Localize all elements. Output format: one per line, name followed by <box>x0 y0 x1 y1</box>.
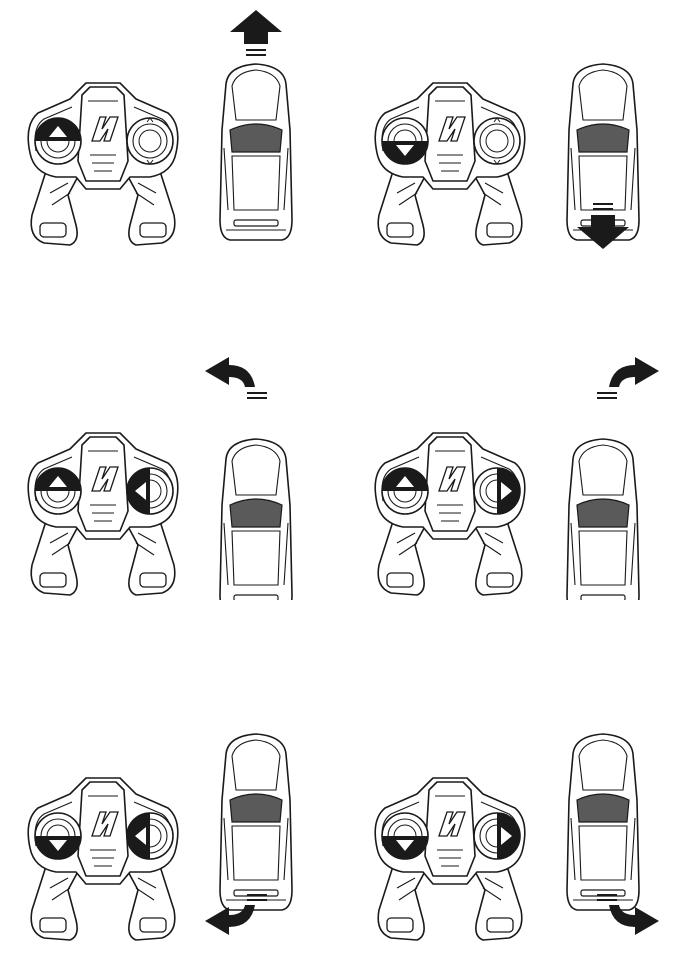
panel-illustration <box>374 733 659 941</box>
left-joystick <box>34 467 82 515</box>
triangle-down-icon <box>396 840 414 851</box>
remote-controller <box>27 777 179 941</box>
brand-logo-icon <box>91 811 119 837</box>
brand-logo-icon <box>438 811 466 837</box>
brand-logo-icon <box>91 466 119 492</box>
right-joystick <box>126 467 174 515</box>
panel-reverse-left <box>0 700 340 980</box>
left-joystick <box>381 117 429 165</box>
car-roof <box>231 825 281 881</box>
left-joystick <box>381 812 429 860</box>
left-grip-slot <box>386 917 414 933</box>
rc-car <box>219 63 293 241</box>
remote-controller <box>374 777 526 941</box>
rc-car <box>219 438 293 600</box>
panel-illustration <box>374 357 659 600</box>
triangle-up-icon <box>49 126 67 137</box>
car-roof <box>578 825 628 881</box>
remote-controller <box>27 82 179 246</box>
panel-forward-right <box>347 355 687 635</box>
left-grip-slot <box>39 222 67 238</box>
car-rear-spoiler <box>233 594 279 600</box>
car-roof <box>578 155 628 211</box>
car-windshield <box>229 793 283 823</box>
car-windshield <box>229 123 283 153</box>
car-roof <box>231 530 281 586</box>
right-joystick <box>126 812 174 860</box>
right-joystick <box>473 467 521 515</box>
car-hood <box>231 444 281 496</box>
car-hood <box>578 444 628 496</box>
right-joystick <box>473 117 521 165</box>
car-roof <box>231 155 281 211</box>
left-grip-slot <box>39 572 67 588</box>
remote-controller <box>27 432 179 596</box>
curved-arrow-right-icon <box>597 357 659 399</box>
panel-reverse <box>347 10 687 290</box>
left-joystick <box>34 117 82 165</box>
right-grip-slot <box>139 572 167 588</box>
remote-controller <box>374 432 526 596</box>
car-rear-spoiler <box>580 594 626 600</box>
rc-car <box>566 733 640 911</box>
car-hood <box>578 69 628 121</box>
car-windshield <box>229 498 283 528</box>
right-grip-slot <box>486 917 514 933</box>
triangle-left-icon <box>135 482 146 500</box>
right-grip-slot <box>139 222 167 238</box>
rc-car <box>219 733 293 911</box>
remote-controller <box>374 82 526 246</box>
right-grip-slot <box>486 222 514 238</box>
triangle-right-icon <box>501 827 512 845</box>
brand-logo-icon <box>438 466 466 492</box>
left-grip-slot <box>39 917 67 933</box>
car-rear-spoiler <box>233 219 279 227</box>
arrow-down-icon <box>577 203 629 249</box>
left-joystick <box>34 812 82 860</box>
triangle-down-icon <box>49 840 67 851</box>
right-joystick <box>473 812 521 860</box>
triangle-up-icon <box>396 476 414 487</box>
car-hood <box>231 739 281 791</box>
panel-forward <box>0 10 340 290</box>
panel-illustration <box>374 63 640 249</box>
curved-arrow-left-icon <box>205 357 267 399</box>
panel-illustration <box>27 357 293 600</box>
curved-arrow-down-right-icon <box>597 894 659 935</box>
rc-car <box>566 438 640 600</box>
car-windshield <box>576 123 630 153</box>
panel-reverse-right <box>347 700 687 980</box>
car-hood <box>578 739 628 791</box>
panel-forward-left <box>0 355 340 635</box>
left-grip-slot <box>386 222 414 238</box>
brand-logo-icon <box>91 116 119 142</box>
car-roof <box>578 530 628 586</box>
car-windshield <box>576 498 630 528</box>
arrow-up-icon <box>230 10 282 56</box>
right-grip-slot <box>139 917 167 933</box>
triangle-up-icon <box>49 476 67 487</box>
brand-logo-icon <box>438 116 466 142</box>
left-grip-slot <box>386 572 414 588</box>
rc-car <box>566 63 640 241</box>
curved-arrow-down-left-icon <box>205 894 267 935</box>
left-joystick <box>381 467 429 515</box>
car-windshield <box>576 793 630 823</box>
right-joystick <box>126 117 174 165</box>
triangle-left-icon <box>135 827 146 845</box>
car-hood <box>231 69 281 121</box>
panel-illustration <box>27 10 293 246</box>
triangle-down-icon <box>396 145 414 156</box>
panel-illustration <box>27 733 293 941</box>
triangle-right-icon <box>501 482 512 500</box>
right-grip-slot <box>486 572 514 588</box>
